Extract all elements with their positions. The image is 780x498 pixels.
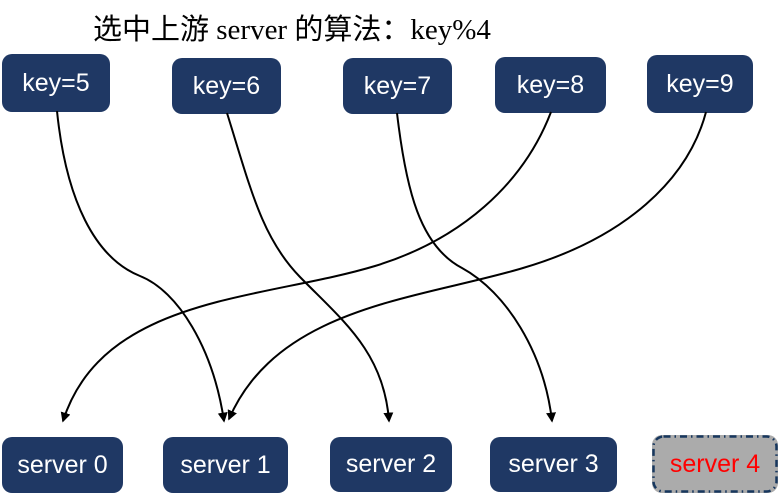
node-key-5-label: key=5	[22, 68, 90, 97]
node-server-4: server 4	[652, 435, 778, 493]
node-key-5: key=5	[2, 54, 110, 112]
node-key-7: key=7	[343, 58, 452, 114]
node-server-3: server 3	[490, 437, 617, 492]
node-key-6-label: key=6	[192, 71, 261, 100]
node-server-4-label: server 4	[669, 449, 761, 478]
edge-key6-to-server2	[226, 112, 394, 423]
edge-key9-to-server1	[227, 111, 707, 421]
node-server-1-label: server 1	[180, 450, 271, 479]
node-server-2: server 2	[330, 437, 452, 492]
node-key-9: key=9	[647, 55, 753, 113]
node-server-0-label: server 0	[17, 450, 108, 479]
node-server-3-label: server 3	[508, 450, 599, 478]
node-server-2-label: server 2	[345, 450, 437, 478]
node-key-8: key=8	[495, 57, 606, 113]
server-4-dashed-border	[652, 435, 778, 493]
node-server-0: server 0	[2, 437, 123, 493]
edge-key5-to-server1	[56, 110, 228, 423]
edge-key8-to-server0	[60, 111, 552, 423]
node-key-6: key=6	[172, 58, 281, 114]
node-key-7-label: key=7	[363, 71, 432, 100]
diagram-title: 选中上游 server 的算法：key%4	[93, 14, 491, 46]
node-key-8-label: key=8	[516, 70, 585, 99]
node-key-9-label: key=9	[666, 69, 734, 98]
edge-key7-to-server3	[396, 112, 556, 423]
node-server-1: server 1	[163, 437, 288, 493]
